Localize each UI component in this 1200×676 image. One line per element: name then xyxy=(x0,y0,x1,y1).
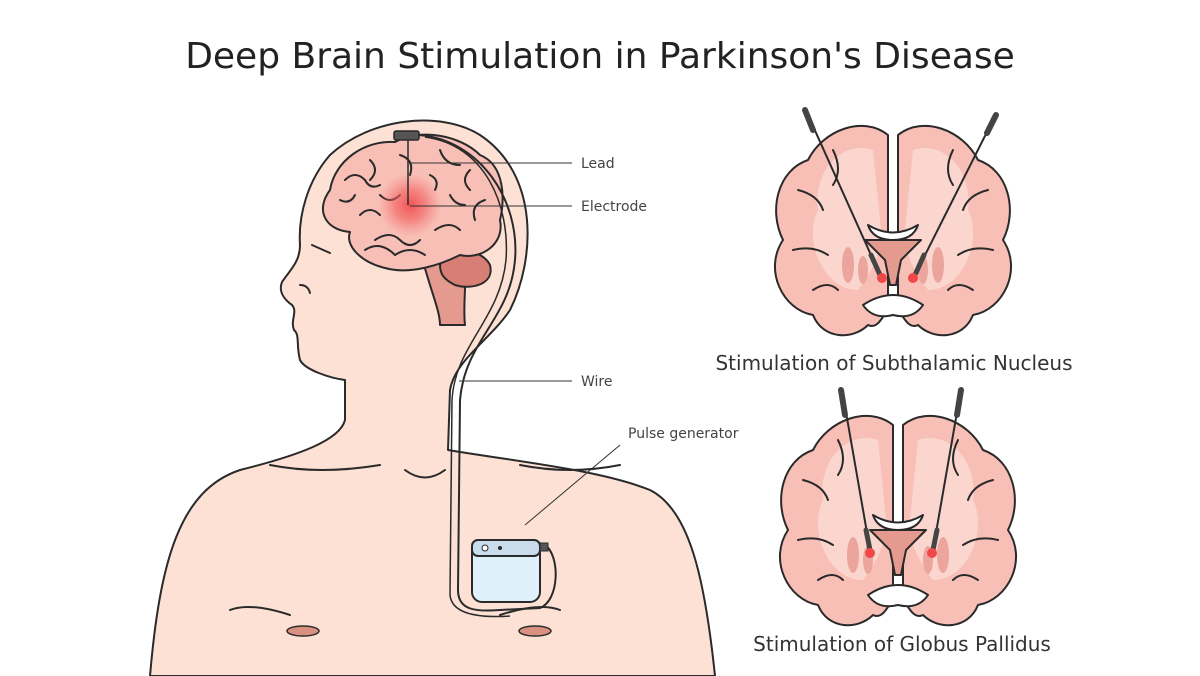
label-lead: Lead xyxy=(581,156,615,172)
nipple-right xyxy=(518,625,552,637)
caption-gp: Stimulation of Globus Pallidus xyxy=(753,632,1051,656)
label-electrode: Electrode xyxy=(581,199,647,215)
coronal-section-gp xyxy=(778,387,1018,627)
coronal-section-stn xyxy=(773,107,1013,337)
wire xyxy=(418,134,557,612)
body-silhouette xyxy=(149,119,716,676)
page-title: Deep Brain Stimulation in Parkinson's Di… xyxy=(185,36,1015,77)
pulse-generator xyxy=(471,539,549,603)
nipple-left xyxy=(286,625,320,637)
caption-stn: Stimulation of Subthalamic Nucleus xyxy=(715,351,1072,375)
stimulation-zone xyxy=(378,173,442,237)
label-pulse-generator: Pulse generator xyxy=(628,426,739,442)
burr-hole-cap xyxy=(393,130,420,141)
label-wire: Wire xyxy=(581,374,613,390)
